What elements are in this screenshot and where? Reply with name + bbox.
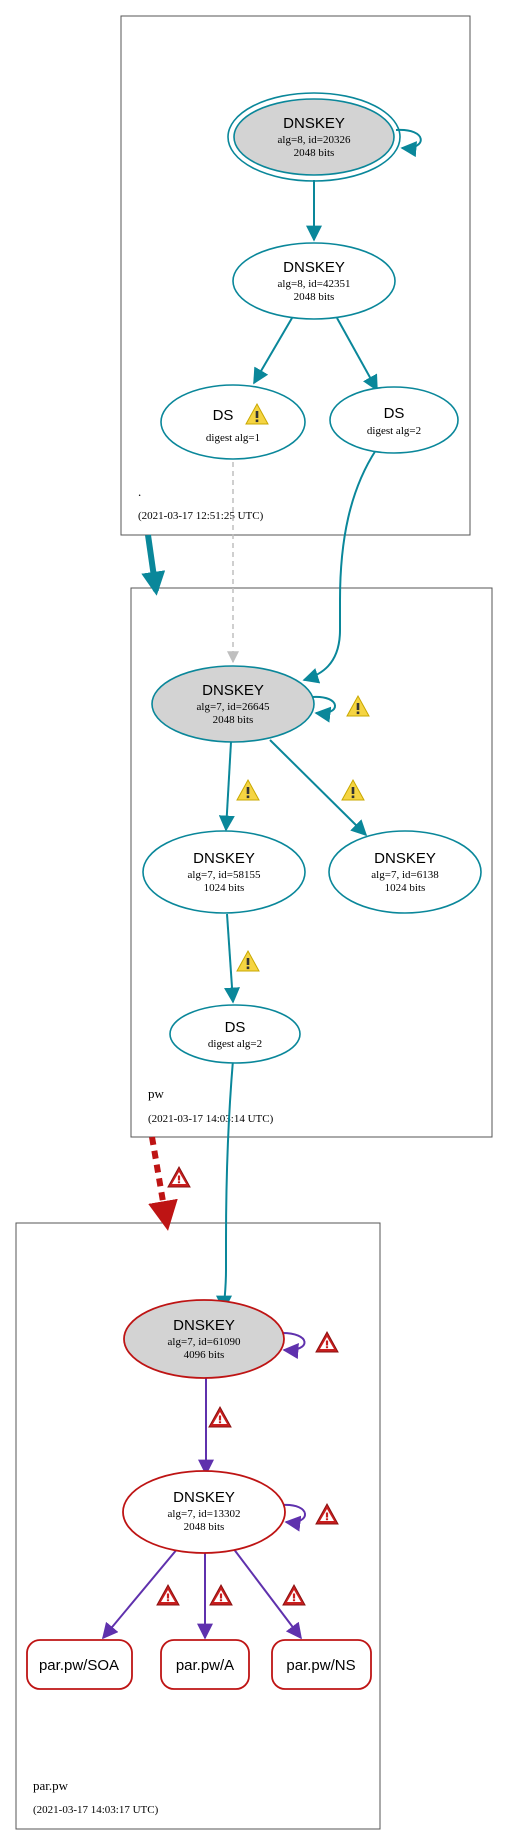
- edge-ds2-to-pw-ksk: [302, 449, 377, 684]
- node-root-zsk-line1: alg=8, id=42351: [278, 278, 351, 290]
- warning-triangle-icon: [341, 779, 365, 801]
- warning-triangle-icon: [346, 695, 370, 717]
- edge-par-zsk-self: [281, 1503, 306, 1532]
- edge-root-zsk-to-ds2: [336, 317, 378, 392]
- node-root-ksk-line1: alg=8, id=20326: [278, 134, 351, 146]
- error-triangle-icon: [209, 1584, 233, 1606]
- node-pw-ksk[interactable]: DNSKEY alg=7, id=26645 2048 bits: [151, 665, 315, 743]
- edge-par-zsk-to-soa: [101, 1547, 179, 1640]
- node-root-ds-2-title: DS: [384, 405, 405, 422]
- node-pw-zsk-6138-line1: alg=7, id=6138: [371, 869, 439, 881]
- edge-root-zsk-to-ds1: [253, 317, 293, 385]
- node-par-ksk-line1: alg=7, id=61090: [168, 1336, 241, 1348]
- node-par-zsk-line1: alg=7, id=13302: [168, 1508, 241, 1520]
- error-triangle-icon: [315, 1331, 339, 1353]
- node-rr-ns-label: par.pw/NS: [286, 1657, 355, 1674]
- edge-par-zsk-to-ns: [232, 1547, 302, 1640]
- edge-pw-ksk-to-zsk1: [218, 741, 235, 832]
- zone-label-pw: pw: [148, 1086, 165, 1101]
- node-rr-soa-label: par.pw/SOA: [39, 1657, 119, 1674]
- edge-root-ksk-self: [395, 128, 422, 158]
- edge-pw-zsk1-to-ds: [224, 913, 241, 1004]
- node-pw-zsk-58155-line1: alg=7, id=58155: [188, 869, 261, 881]
- zone-box-root: [120, 15, 471, 536]
- edge-pw-to-par-delegation: [148, 1136, 178, 1231]
- node-rr-a[interactable]: par.pw/A: [160, 1639, 250, 1690]
- node-rr-a-label: par.pw/A: [176, 1657, 234, 1674]
- zone-timestamp-root: (2021-03-17 12:51:25 UTC): [138, 510, 264, 522]
- node-pw-ksk-line2: 2048 bits: [213, 714, 254, 726]
- zone-box-pw: [130, 587, 493, 1138]
- node-root-zsk[interactable]: DNSKEY alg=8, id=42351 2048 bits: [232, 242, 396, 320]
- error-triangle-icon: [156, 1584, 180, 1606]
- error-triangle-icon: [208, 1406, 232, 1428]
- zone-timestamp-pw: (2021-03-17 14:03:14 UTC): [148, 1113, 274, 1125]
- node-pw-ksk-line1: alg=7, id=26645: [197, 701, 270, 713]
- edge-pw-ds-to-par-ksk: [216, 1059, 234, 1312]
- node-root-zsk-title: DNSKEY: [283, 259, 345, 276]
- node-root-ds-1-title: DS: [213, 407, 234, 424]
- zone-label-par-pw: par.pw: [33, 1778, 69, 1793]
- zone-timestamp-par-pw: (2021-03-17 14:03:17 UTC): [33, 1804, 159, 1816]
- zone-label-root: .: [138, 484, 141, 499]
- node-pw-zsk-58155-title: DNSKEY: [193, 850, 255, 867]
- node-par-ksk-line2: 4096 bits: [184, 1349, 225, 1361]
- node-pw-ds[interactable]: DS digest alg=2: [169, 1004, 301, 1064]
- edge-par-ksk-self: [279, 1331, 306, 1359]
- node-par-zsk-title: DNSKEY: [173, 1489, 235, 1506]
- warning-triangle-icon: [236, 950, 260, 972]
- node-root-zsk-line2: 2048 bits: [294, 291, 335, 303]
- node-rr-soa[interactable]: par.pw/SOA: [26, 1639, 133, 1690]
- node-root-ds-2-line1: digest alg=2: [367, 425, 421, 437]
- node-par-zsk-line2: 2048 bits: [184, 1521, 225, 1533]
- node-root-ds-1[interactable]: DS digest alg=1: [160, 384, 306, 460]
- node-root-ksk[interactable]: DNSKEY alg=8, id=20326 2048 bits: [227, 92, 401, 182]
- node-root-ksk-line2: 2048 bits: [294, 147, 335, 159]
- edge-root-to-pw-delegation: [141, 534, 166, 596]
- node-pw-ksk-title: DNSKEY: [202, 682, 264, 699]
- node-pw-zsk-6138[interactable]: DNSKEY alg=7, id=6138 1024 bits: [328, 830, 482, 914]
- error-triangle-icon: [315, 1503, 339, 1525]
- node-par-ksk[interactable]: DNSKEY alg=7, id=61090 4096 bits: [123, 1299, 285, 1379]
- node-pw-zsk-6138-line2: 1024 bits: [385, 882, 426, 894]
- error-triangle-icon: [282, 1584, 306, 1606]
- node-root-ksk-title: DNSKEY: [283, 115, 345, 132]
- node-root-ds-1-line1: digest alg=1: [206, 432, 260, 444]
- node-par-ksk-title: DNSKEY: [173, 1317, 235, 1334]
- node-pw-ds-line1: digest alg=2: [208, 1038, 262, 1050]
- edge-pw-ksk-to-zsk2: [269, 739, 368, 837]
- node-pw-zsk-58155[interactable]: DNSKEY alg=7, id=58155 1024 bits: [142, 830, 306, 914]
- warning-triangle-icon: [236, 779, 260, 801]
- node-rr-ns[interactable]: par.pw/NS: [271, 1639, 372, 1690]
- node-pw-zsk-6138-title: DNSKEY: [374, 850, 436, 867]
- node-root-ds-2[interactable]: DS digest alg=2: [329, 386, 459, 454]
- node-pw-ds-title: DS: [225, 1019, 246, 1036]
- node-pw-zsk-58155-line2: 1024 bits: [204, 882, 245, 894]
- edge-pw-ksk-self: [311, 695, 336, 723]
- error-triangle-icon: [167, 1166, 191, 1188]
- node-par-zsk[interactable]: DNSKEY alg=7, id=13302 2048 bits: [122, 1470, 286, 1554]
- zone-box-par-pw: [15, 1222, 381, 1830]
